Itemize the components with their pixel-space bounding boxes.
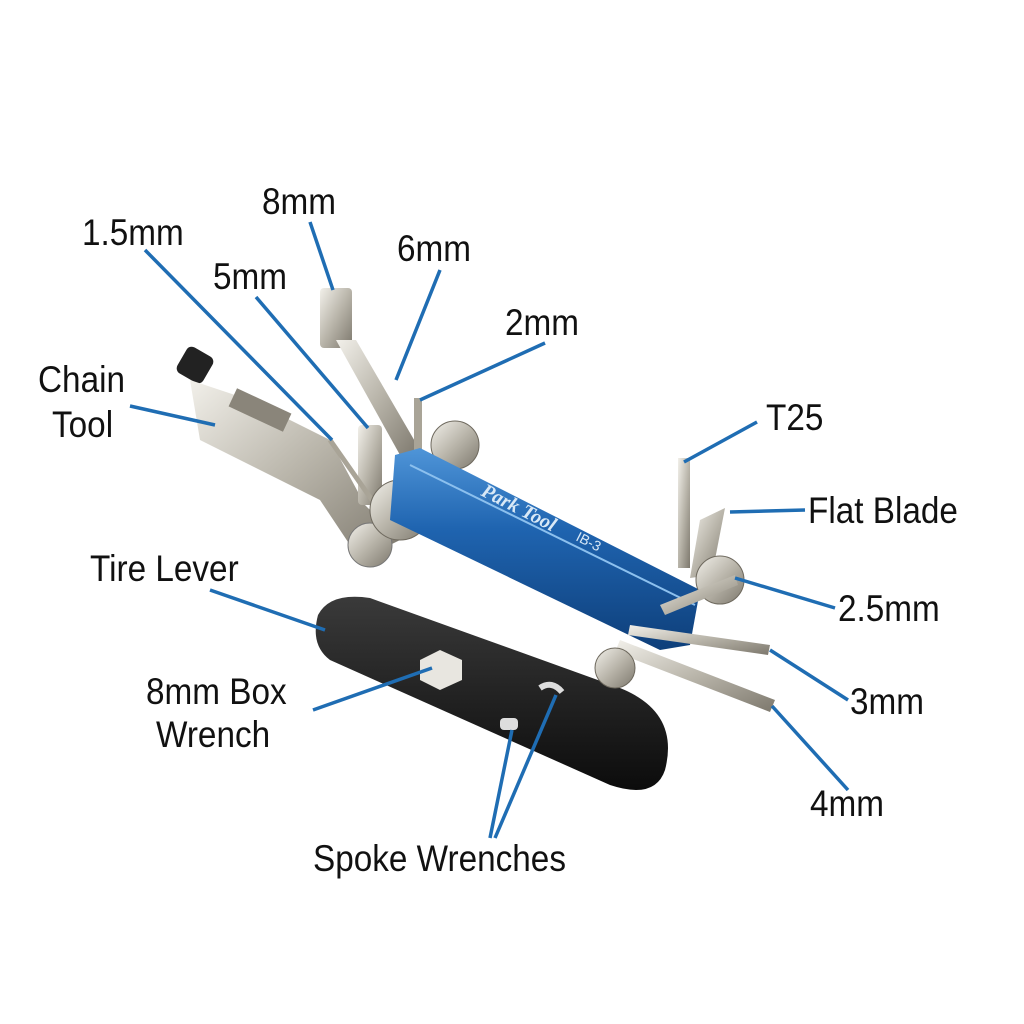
leader-flat-blade [729, 508, 806, 514]
label-1.5mm: 1.5mm [82, 212, 184, 253]
label-tire-lever: Tire Lever [90, 548, 239, 589]
chain-tool [176, 346, 400, 568]
leader-spoke-wrench-2 [493, 694, 558, 839]
tire-lever [315, 596, 668, 790]
2.5mm-hex-key [660, 575, 738, 615]
label-chain-tool-line1: Chain [38, 359, 126, 400]
label-box-wrench-line2: Wrench [156, 714, 271, 755]
label-5mm: 5mm [213, 256, 288, 297]
label-t25: T25 [766, 397, 824, 438]
leader-5mm [254, 295, 370, 430]
hex-keys-right [594, 458, 775, 712]
label-6mm: 6mm [397, 228, 472, 269]
label-flat-blade: Flat Blade [808, 490, 958, 531]
label-3mm: 3mm [850, 681, 925, 722]
label-chain-tool-line2: Tool [52, 404, 114, 445]
box-wrench-hole [420, 650, 462, 690]
leader-tire-lever [209, 588, 326, 632]
2mm-hex-key [414, 398, 422, 458]
leader-2mm [419, 341, 546, 402]
label-2.5mm: 2.5mm [838, 588, 940, 629]
leader-lines [129, 221, 850, 839]
leader-2.5mm [734, 576, 836, 610]
leader-spoke-wrench-1 [488, 729, 514, 839]
spoke-wrench-notch [500, 718, 518, 730]
label-box-wrench-line1: 8mm Box [146, 671, 287, 712]
6mm-hex-key [336, 340, 420, 455]
label-spoke-wrenches: Spoke Wrenches [313, 838, 566, 879]
hex-keys-left [320, 288, 480, 541]
1.5mm-hex-key [327, 438, 375, 502]
leader-1.5mm [143, 248, 334, 442]
label-8mm: 8mm [262, 181, 337, 222]
8mm-hex-bit [320, 288, 352, 348]
leader-t25 [683, 420, 758, 464]
tool-body: Park Tool IB-3 [390, 448, 700, 650]
4mm-hex-key [615, 640, 775, 712]
leader-box-wrench [312, 666, 433, 712]
leader-6mm [394, 269, 442, 381]
leader-chain-tool [129, 404, 216, 427]
leader-8mm [308, 221, 335, 291]
leader-3mm [769, 648, 849, 702]
3mm-hex-key [628, 625, 770, 655]
t25-torx [678, 458, 690, 568]
label-2mm: 2mm [505, 302, 580, 343]
spoke-wrench-notch [538, 681, 565, 695]
leader-4mm [770, 704, 850, 792]
flat-blade [690, 508, 725, 578]
label-4mm: 4mm [810, 783, 885, 824]
